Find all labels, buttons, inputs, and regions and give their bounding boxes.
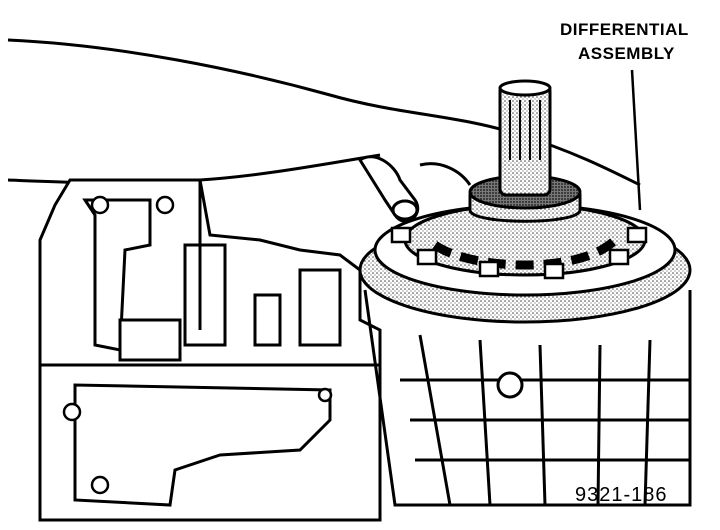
callout-label-line1: DIFFERENTIAL: [560, 20, 689, 39]
differential-assembly-drawing: [358, 79, 692, 324]
callout-label-line2: ASSEMBLY: [578, 44, 675, 63]
hand-drawing: [357, 155, 472, 223]
case-holes: [62, 195, 333, 495]
transaxle-case-drawing: [38, 178, 382, 522]
callout-leader: [630, 69, 642, 211]
case-ribs: [363, 289, 692, 507]
case-plug: [496, 371, 524, 399]
figure-number: 9321-186: [575, 484, 668, 506]
ring-gear-bolts: [390, 226, 648, 280]
